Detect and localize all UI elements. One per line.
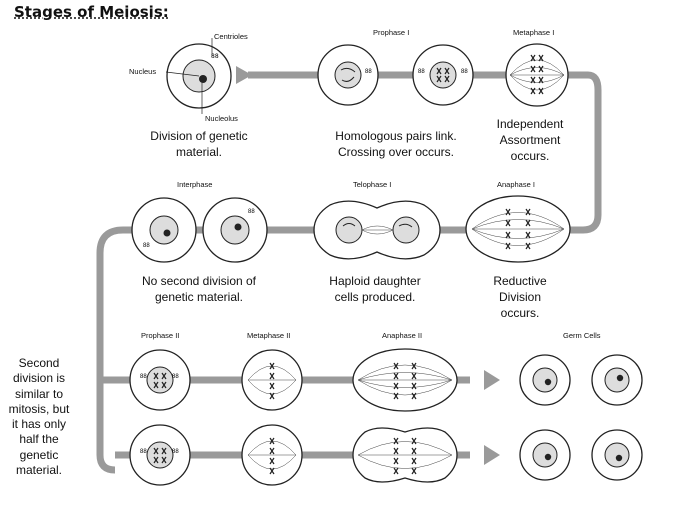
label-prophase-1: Prophase I (373, 28, 410, 37)
desc-haploid: Haploid daughter cells produced. (329, 274, 421, 304)
cell-metaphase2-b (241, 424, 303, 486)
arrow-head-top (236, 66, 252, 84)
cell-telophase1 (313, 200, 441, 260)
cell-anaphase2-a (352, 348, 458, 412)
label-metaphase-1: Metaphase I (513, 28, 555, 37)
label-anaphase-2: Anaphase II (382, 331, 423, 340)
cell-metaphase2-a (241, 349, 303, 411)
arrow-head-row1 (484, 370, 500, 390)
svg-text:88: 88 (172, 374, 179, 380)
svg-text:88: 88 (461, 69, 468, 75)
cell-prophase1-a: 88 (317, 44, 379, 106)
desc-reductive: Reductive Division occurs. (493, 274, 547, 320)
cell-prophase1-b: 88 88 (412, 44, 474, 106)
cell-initial: 88 (165, 38, 232, 114)
side-note: Second division is similar to mitosis, b… (8, 356, 70, 478)
cell-interphase-a: 88 (131, 197, 197, 263)
arrow-head-row2 (484, 445, 500, 465)
cell-interphase-b: 88 (202, 197, 268, 263)
svg-text:88: 88 (140, 374, 147, 380)
label-nucleus: Nucleus (129, 67, 157, 76)
label-telophase-1: Telophase I (353, 180, 392, 189)
desc-no-second: No second division of genetic material. (141, 274, 257, 304)
desc-homologous: Homologous pairs link. Crossing over occ… (335, 129, 457, 159)
label-interphase: Interphase (177, 180, 213, 189)
page-title: Stages of Meiosis: (14, 3, 169, 21)
label-prophase-2: Prophase II (141, 331, 180, 340)
cell-prophase2-a: 88 88 (129, 349, 191, 411)
svg-text:88: 88 (140, 449, 147, 455)
svg-text:88: 88 (418, 69, 425, 75)
desc-division-genetic: Division of genetic material. (150, 129, 248, 159)
label-nucleolus: Nucleolus (205, 114, 238, 123)
germ-cell-4 (591, 429, 643, 481)
germ-cell-1 (519, 354, 571, 406)
cell-anaphase2-b (352, 427, 458, 483)
svg-text:88: 88 (248, 209, 255, 215)
label-germ-cells: Germ Cells (563, 331, 601, 340)
germ-cell-3 (519, 429, 571, 481)
cell-anaphase1 (465, 195, 571, 263)
svg-text:88: 88 (143, 243, 150, 249)
label-metaphase-2: Metaphase II (247, 331, 291, 340)
cell-metaphase1 (505, 43, 569, 107)
cell-prophase2-b: 88 88 (129, 424, 191, 486)
svg-text:88: 88 (172, 449, 179, 455)
label-anaphase-1: Anaphase I (497, 180, 535, 189)
label-centrioles: Centrioles (214, 32, 248, 41)
svg-text:88: 88 (365, 69, 372, 75)
desc-independent: Independent Assortment occurs. (496, 117, 564, 163)
germ-cell-2 (591, 354, 643, 406)
svg-text:88: 88 (211, 53, 219, 60)
